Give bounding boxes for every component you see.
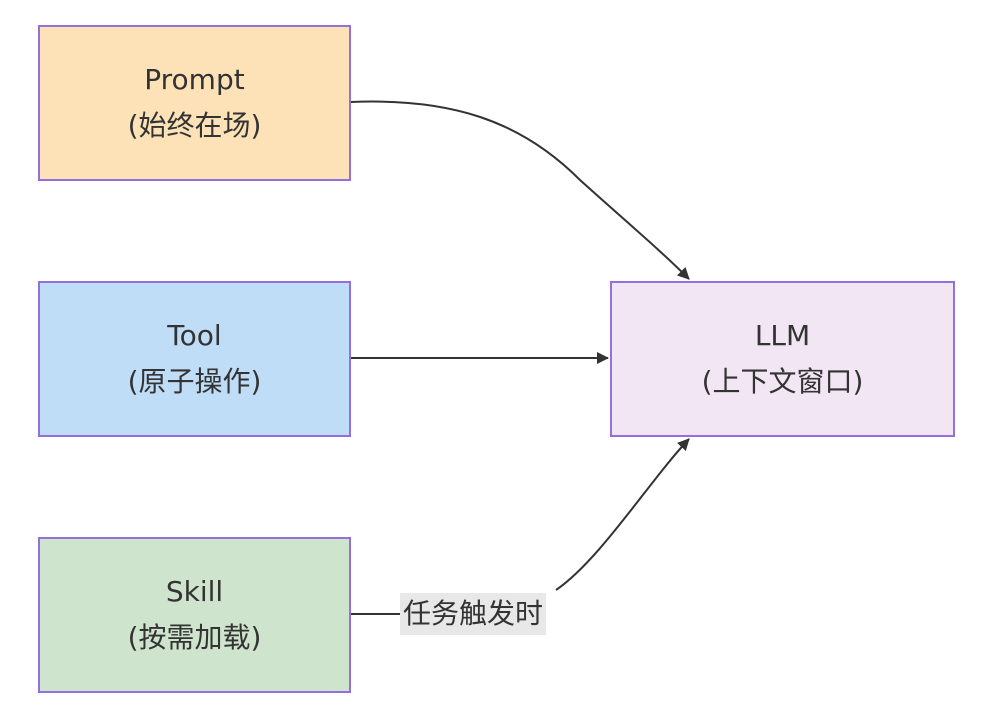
node-llm: LLM (上下文窗口) [610, 281, 955, 437]
node-llm-subtitle: (上下文窗口) [701, 365, 864, 398]
node-tool-title: Tool [167, 319, 222, 352]
node-prompt: Prompt (始终在场) [38, 25, 351, 181]
node-skill: Skill (按需加载) [38, 537, 351, 693]
edge-skill-label: 任务触发时 [400, 593, 547, 635]
node-tool-subtitle: (原子操作) [127, 365, 262, 398]
edge-prompt-to-llm [350, 100, 690, 280]
edge-skill-to-llm [351, 439, 689, 615]
node-skill-title: Skill [165, 575, 224, 608]
node-prompt-title: Prompt [144, 63, 245, 96]
node-prompt-subtitle: (始终在场) [127, 109, 262, 142]
node-llm-title: LLM [754, 319, 811, 352]
node-skill-subtitle: (按需加载) [127, 621, 262, 654]
node-tool: Tool (原子操作) [38, 281, 351, 437]
